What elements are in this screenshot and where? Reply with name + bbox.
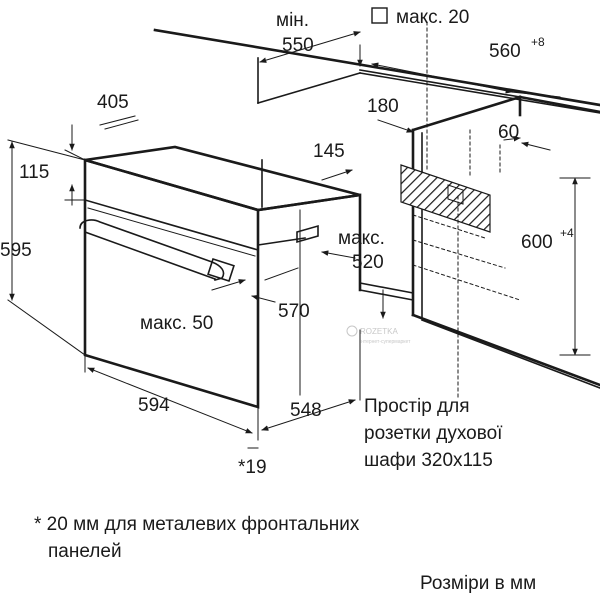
watermark-tagline: інтернет-супермаркет	[360, 339, 411, 345]
dim-594: 594	[138, 395, 170, 416]
dim-max-50: макс. 50	[140, 313, 213, 334]
watermark-brand: ROZETKA	[360, 327, 398, 336]
socket-note-line-2: розетки духової	[364, 423, 503, 444]
square-symbol-icon	[371, 7, 388, 24]
oven-body	[79, 145, 362, 409]
dim-595: 595	[0, 240, 32, 261]
dim-115: 115	[19, 162, 49, 183]
footnote: * 20 мм для металевих фронтальних панеле…	[34, 514, 360, 562]
dim-550: 550	[282, 35, 314, 56]
footnote-line-1: * 20 мм для металевих фронтальних	[34, 514, 360, 535]
footnote-line-2: панелей	[48, 541, 122, 562]
dim-548: 548	[290, 400, 322, 421]
dimension-lines	[7, 31, 591, 449]
dim-520: 520	[352, 252, 384, 273]
dim-min-label: мін.	[276, 10, 309, 31]
dim-max-520-label: макс.	[338, 228, 385, 249]
units-note: Розміри в мм	[420, 573, 536, 594]
dim-19: *19	[238, 457, 267, 478]
rozetka-watermark: ROZETKA інтернет-супермаркет	[346, 325, 411, 345]
dim-405: 405	[97, 92, 129, 113]
dim-560: 560	[489, 41, 521, 62]
dim-max-20: макс. 20	[396, 7, 469, 28]
dimension-labels: мін. 550 макс. 20 560 +8 405 180 60 145 …	[0, 7, 574, 478]
watermark-logo-icon	[346, 325, 358, 337]
dim-60: 60	[498, 122, 519, 143]
socket-note: Простір для розетки духової шафи 320x115	[364, 396, 503, 471]
dim-180: 180	[367, 96, 399, 117]
socket-area-hatch	[400, 164, 491, 233]
socket-note-line-1: Простір для	[364, 396, 470, 417]
dim-600: 600	[521, 232, 553, 253]
dim-145: 145	[313, 141, 345, 162]
socket-note-line-3: шафи 320x115	[364, 450, 493, 471]
dashed-guides	[412, 21, 521, 401]
dim-600-tolerance: +4	[560, 226, 574, 240]
dim-560-tolerance: +8	[531, 35, 545, 49]
dim-570: 570	[278, 301, 310, 322]
